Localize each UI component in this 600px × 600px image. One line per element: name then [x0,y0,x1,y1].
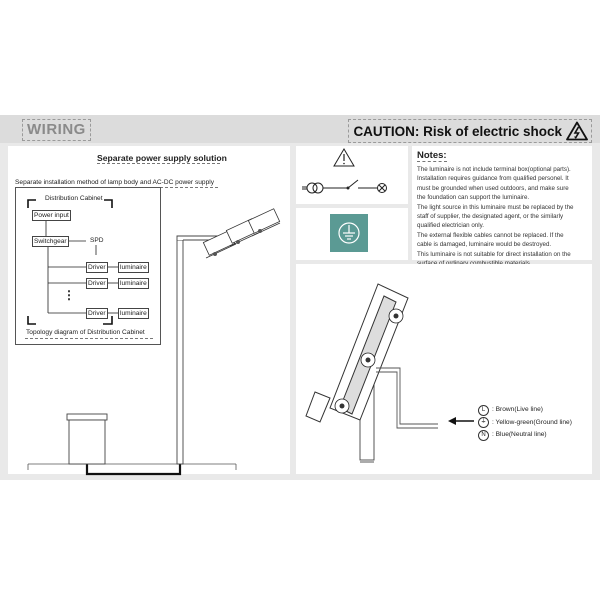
note-line: qualified electrician only. [417,222,484,230]
isolation-symbol-panel [296,146,408,204]
note-line: staff of supplier, the designated agent,… [417,213,564,221]
note-line: surface of ordinary combustible material… [417,259,589,268]
luminaire-box-3: luminaire [118,308,149,319]
panel-subtitle: Separate installation method of lamp bod… [15,179,215,186]
note-line: must be grounded when used outdoors, and… [417,184,569,192]
wire-legend-row: ⏚ : Yellow-green(Ground line) [478,417,572,430]
luminaire-box-1: luminaire [118,262,149,273]
wiring-title: WIRING [22,119,91,141]
power-input-box: Power input [32,210,71,221]
luminaire-box-2: luminaire [118,278,149,289]
note-line: The external flexible cables cannot be r… [417,231,564,239]
switchgear-box: Switchgear [32,236,69,247]
wire-color-legend: L : Brown(Live line) ⏚ : Yellow-green(Gr… [478,404,572,442]
high-voltage-warning-icon [566,121,588,141]
driver-box-1: Driver [86,262,108,273]
wire-label: : Blue(Neutral line) [492,431,547,438]
note-line: Installation requires guidance from qual… [417,175,569,183]
caption-underline [25,338,153,339]
wire-legend-row: N : Blue(Neutral line) [478,429,572,442]
note-line: the foundation can support the luminaire… [417,194,530,202]
isolating-transformer-icon [302,148,387,194]
title-underline [97,163,220,164]
caution-banner: CAUTION: Risk of electric shock [348,119,592,143]
notes-body: The luminaire is not include terminal bo… [417,165,589,268]
topology-caption: Topology diagram of Distribution Cabinet [25,328,146,337]
live-line-symbol: L [478,404,489,416]
wire-label: : Brown(Live line) [492,406,543,413]
notes-panel [412,146,592,260]
wire-label: : Yellow-green(Ground line) [492,418,572,426]
note-line: The luminaire is not include terminal bo… [417,166,571,173]
note-line: The light source in this luminaire must … [417,203,574,211]
driver-box-3: Driver [86,308,108,319]
spd-label: SPD [89,236,105,245]
panel-title: Separate power supply solution [97,153,227,163]
notes-title: Notes: [417,150,447,162]
driver-box-2: Driver [86,278,108,289]
more-drivers-ellipsis: ⋮ [62,288,76,302]
neutral-line-symbol: N [478,429,489,441]
note-line: This luminaire is not suitable for direc… [417,250,571,258]
protective-earth-icon [330,214,368,252]
wire-legend-row: L : Brown(Live line) [478,404,572,417]
caution-text: CAUTION: Risk of electric shock [353,123,562,139]
note-line: cable is damaged, luminaire would be des… [417,241,552,249]
cabinet-title: Distribution Cabinet [44,194,104,203]
terminal-cabinet [66,413,108,465]
ground-line-symbol: ⏚ [478,417,489,429]
